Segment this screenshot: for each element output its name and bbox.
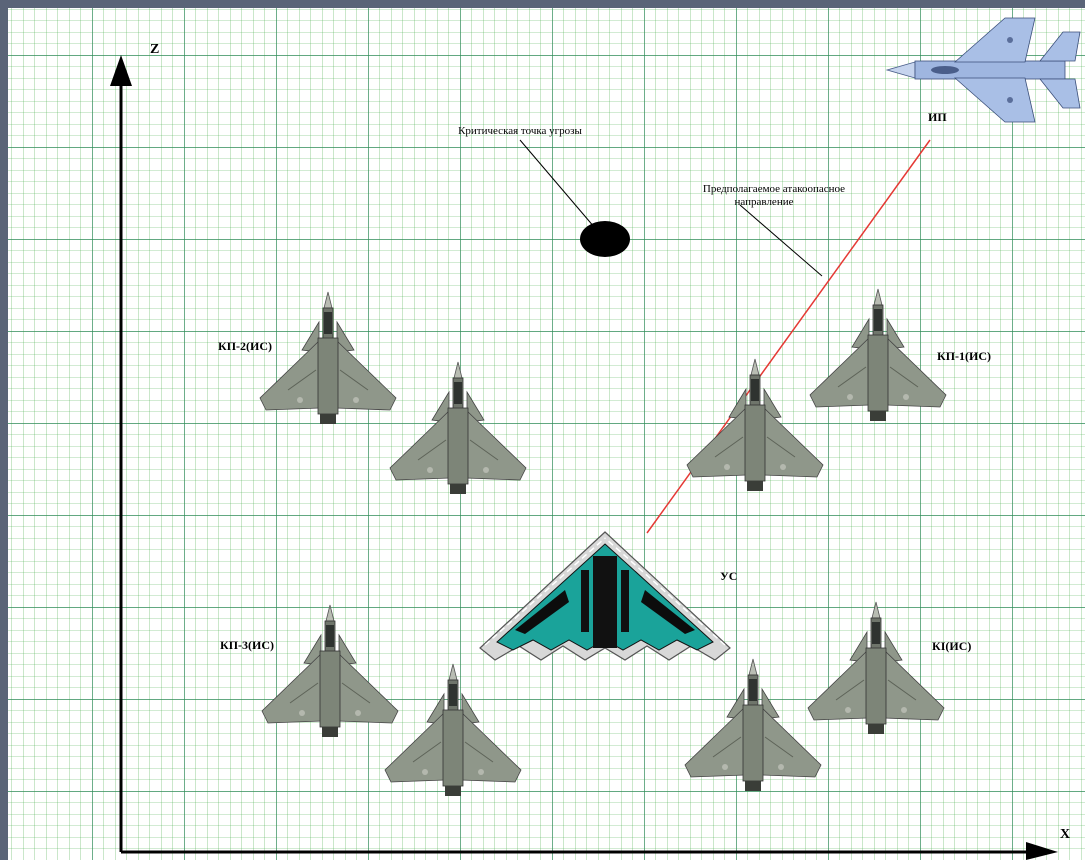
x-axis-label: X: [1060, 827, 1070, 842]
label-ki: КI(ИС): [932, 639, 971, 653]
attack-direction-label-2: направление: [735, 196, 794, 208]
threat-ellipse-icon: [580, 221, 630, 257]
z-axis-label: Z: [150, 42, 159, 57]
label-kp1: КП-1(ИС): [937, 349, 991, 363]
threat-source-label: ИП: [928, 110, 947, 124]
label-kp2: КП-2(ИС): [218, 339, 272, 353]
attack-direction-label-1: Предполагаемое атакоопасное: [703, 183, 845, 195]
label-us: УС: [720, 569, 737, 583]
critical-point-label: Критическая точка угрозы: [458, 125, 582, 137]
label-kp3: КП-3(ИС): [220, 638, 274, 652]
